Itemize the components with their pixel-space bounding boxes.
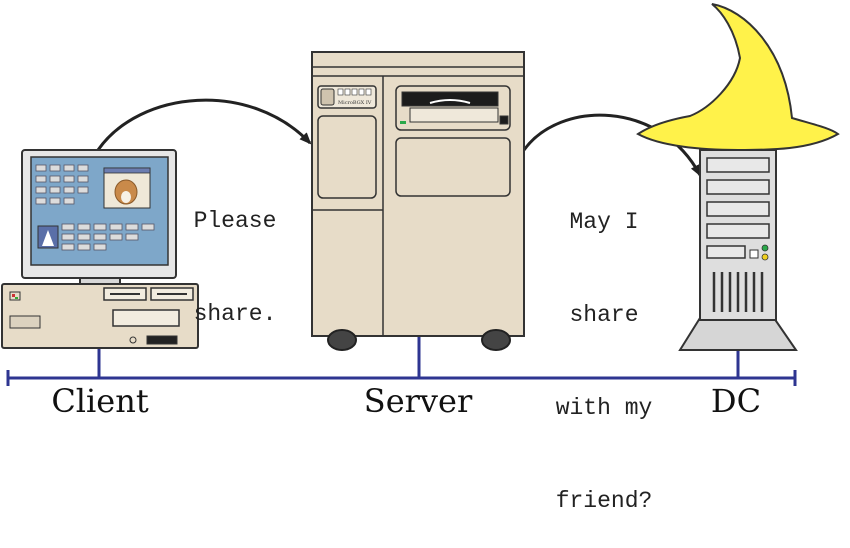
server-cabinet-icon — [311, 51, 525, 351]
client-computer-icon — [1, 149, 199, 349]
server-label: Server — [363, 382, 473, 420]
forward-line: share — [569, 302, 639, 328]
request-line: share. — [193, 301, 277, 327]
request-arrow — [96, 98, 312, 151]
client-label: Client — [51, 382, 149, 420]
network-diagram: MicroBGX IV Please share. May I share wi… — [1, 3, 840, 514]
forward-line: with my — [555, 395, 653, 421]
forward-message: May I share with my friend? — [538, 145, 670, 548]
wizard-hat-icon — [636, 3, 840, 152]
dc-label: DC — [710, 382, 762, 420]
forward-arrow — [522, 113, 702, 177]
request-message: Please share. — [180, 144, 290, 361]
dc-tower-icon — [678, 149, 798, 351]
forward-line: May I — [569, 209, 639, 235]
forward-line: friend? — [555, 488, 653, 514]
request-line: Please — [193, 208, 277, 234]
server-badge: MicroBGX IV — [338, 100, 372, 106]
network-bus — [6, 336, 797, 386]
